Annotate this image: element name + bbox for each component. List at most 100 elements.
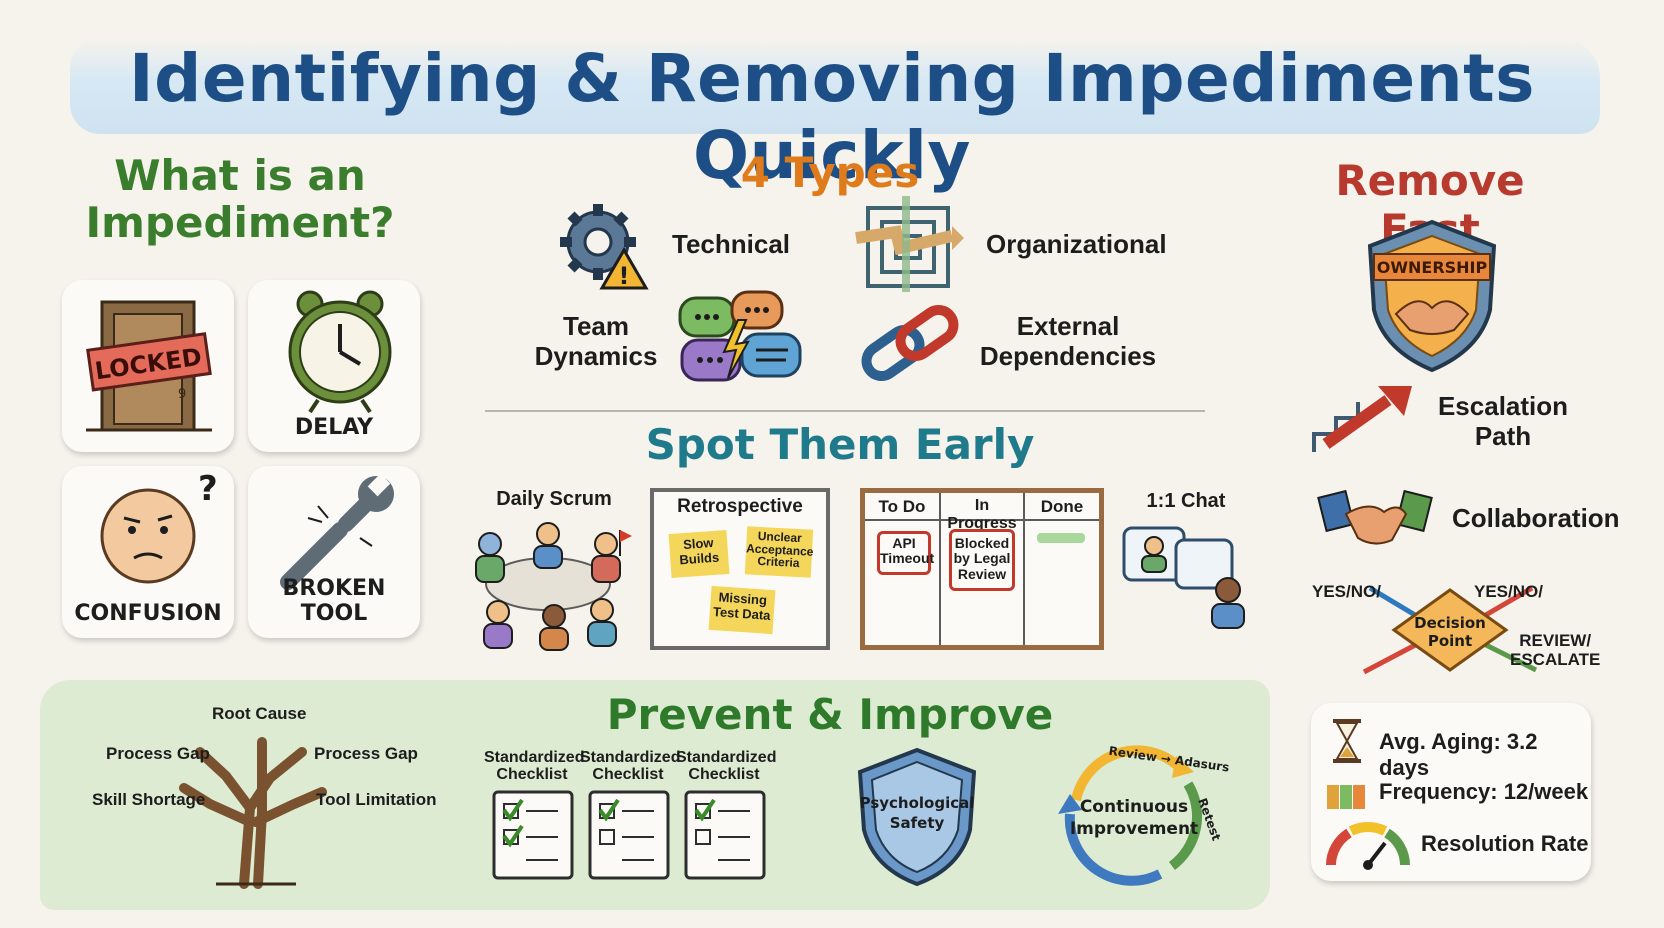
root-cause-tree-icon — [179, 737, 327, 889]
daily-scrum-icon — [475, 522, 632, 651]
cycle-line1: Continuous — [1080, 797, 1188, 817]
confusion-label: CONFUSION — [74, 601, 222, 626]
kanban-card-api-timeout: API Timeout — [877, 531, 934, 575]
metrics-card: Avg. Aging: 3.2 days Frequency: 12/week … — [1311, 703, 1591, 881]
types-divider — [485, 410, 1205, 412]
one-on-one-chat-icon — [1122, 526, 1245, 629]
kanban-col-todo-title: To Do — [865, 493, 939, 521]
psychological-safety-shield-icon: Psychological Safety — [857, 747, 977, 887]
retrospective-board: Retrospective Slow Builds Unclear Accept… — [650, 488, 830, 650]
kanban-col-done-title: Done — [1025, 493, 1099, 521]
frequency-bars-icon — [1327, 785, 1365, 809]
decision-review-label: REVIEW/ ESCALATE — [1510, 631, 1601, 669]
metric-resolution: Resolution Rate — [1421, 831, 1589, 856]
decision-center-line1: Decision — [1414, 614, 1486, 632]
kanban-card-blocked-legal: Blocked by Legal Review — [949, 529, 1015, 591]
gear-warning-icon: ! — [560, 204, 649, 290]
checklist-2-line2: Checklist — [592, 765, 664, 783]
kanban-col-inprogress: In Progress Blocked by Legal Review — [941, 493, 1025, 645]
collaboration-label: Collaboration — [1452, 503, 1620, 533]
delay-label: DELAY — [294, 415, 374, 440]
type-technical-label: Technical — [672, 229, 791, 259]
types-heading: 4 Types — [740, 148, 920, 197]
decision-center-line2: Point — [1428, 632, 1472, 650]
tree-right-top: Process Gap — [314, 744, 418, 763]
tree-root-cause: Root Cause — [212, 704, 307, 723]
safety-line2: Safety — [890, 814, 945, 832]
hourglass-icon — [1333, 719, 1361, 763]
alarm-clock-icon — [288, 290, 392, 414]
prevent-heading: Prevent & Improve — [606, 690, 1054, 739]
type-external-line1: External — [1016, 311, 1120, 341]
type-organizational-label: Organizational — [986, 229, 1167, 259]
metric-frequency: Frequency: 12/week — [1379, 779, 1589, 804]
type-external-label: External Dependencies — [978, 311, 1158, 372]
safety-line1: Psychological — [860, 794, 975, 812]
metric-aging: Avg. Aging: 3.2 days — [1379, 729, 1538, 780]
escalation-path-label: Escalation Path — [1428, 391, 1578, 452]
broken-tool-card: BROKEN TOOL — [248, 466, 420, 638]
locked-card: LOCKED 9 — [62, 280, 234, 452]
checklist-1-label: Standardized Checklist — [484, 749, 585, 784]
kanban-done-mark — [1037, 533, 1085, 543]
kanban-board: To Do API Timeout In Progress Blocked by… — [860, 488, 1104, 650]
delay-card: DELAY — [248, 280, 420, 452]
what-is-heading-line1: What is an — [114, 151, 366, 200]
chat-bubbles-icon — [678, 290, 802, 382]
svg-text:?: ? — [198, 469, 218, 509]
type-external-line2: Dependencies — [979, 340, 1157, 371]
escalation-path-icon — [1312, 386, 1412, 452]
checklist-1-line1: Standardized — [484, 749, 585, 766]
ownership-shield-text: OWNERSHIP — [1377, 258, 1488, 277]
escalation-line2: Path — [1474, 420, 1532, 451]
retro-title: Retrospective — [677, 496, 803, 517]
cycle-arc-text: Review → Adasurs — [1108, 744, 1230, 775]
decision-review-line1: REVIEW/ — [1519, 631, 1592, 650]
ownership-shield-icon: OWNERSHIP — [1367, 219, 1497, 373]
page-title: Identifying & Removing Impediments Quick… — [129, 40, 1535, 194]
title-banner — [70, 38, 1600, 134]
type-team-line1: Team — [563, 311, 629, 341]
locked-door-icon: LOCKED 9 — [86, 300, 212, 432]
what-is-heading: What is an Impediment? — [70, 152, 410, 246]
kanban-col-done: Done — [1025, 493, 1099, 645]
tree-left-top: Process Gap — [106, 744, 210, 763]
daily-scrum-label: Daily Scrum — [496, 488, 612, 510]
one-on-one-label: 1:1 Chat — [1146, 490, 1226, 512]
checklist-3-line1: Standardized — [676, 749, 777, 766]
decision-left-label: YES/NO/ — [1312, 582, 1381, 601]
checklist-3-label: Standardized Checklist — [676, 749, 777, 784]
what-is-heading-line2: Impediment? — [85, 198, 395, 248]
retro-note-missing-test-data: Missing Test Data — [708, 585, 776, 635]
broken-tool-label: BROKEN TOOL — [282, 576, 386, 626]
retro-note-slow-builds: Slow Builds — [668, 530, 730, 578]
tree-right-bottom: Tool Limitation — [316, 790, 437, 809]
svg-text:9: 9 — [178, 387, 186, 402]
decision-review-line2: ESCALATE — [1510, 649, 1601, 669]
continuous-improvement-cycle-icon: Review → Adasurs Retest Continuous Impro… — [1058, 744, 1230, 886]
type-team-dynamics-label: Team Dynamics — [528, 311, 664, 372]
confused-face-icon: ? — [100, 469, 218, 584]
type-team-line2: Dynamics — [534, 340, 658, 371]
decision-point-icon: Decision Point — [1362, 585, 1538, 675]
chain-link-icon — [861, 304, 959, 382]
handshake-icon — [1317, 489, 1433, 545]
kanban-col-inprogress-title: In Progress — [941, 493, 1023, 532]
kanban-col-todo: To Do API Timeout — [865, 493, 941, 645]
maze-icon — [855, 196, 964, 292]
svg-text:!: ! — [619, 262, 630, 290]
checklist-icons — [492, 790, 766, 880]
checklist-2-label: Standardized Checklist — [580, 749, 681, 784]
confusion-card: ? CONFUSION — [62, 466, 234, 638]
gauge-icon — [1326, 822, 1410, 870]
retro-note-unclear-criteria: Unclear Acceptance Criteria — [744, 526, 814, 578]
tree-left-bottom: Skill Shortage — [92, 790, 206, 809]
broken-wrench-icon — [280, 473, 394, 590]
spot-heading: Spot Them Early — [645, 420, 1035, 469]
escalation-line1: Escalation — [1437, 391, 1569, 421]
checklist-2-line1: Standardized — [580, 749, 681, 766]
checklist-3-line2: Checklist — [688, 765, 760, 783]
cycle-line2: Improvement — [1070, 819, 1198, 839]
checklist-1-line2: Checklist — [496, 765, 568, 783]
decision-right-label: YES/NO/ — [1474, 582, 1543, 601]
